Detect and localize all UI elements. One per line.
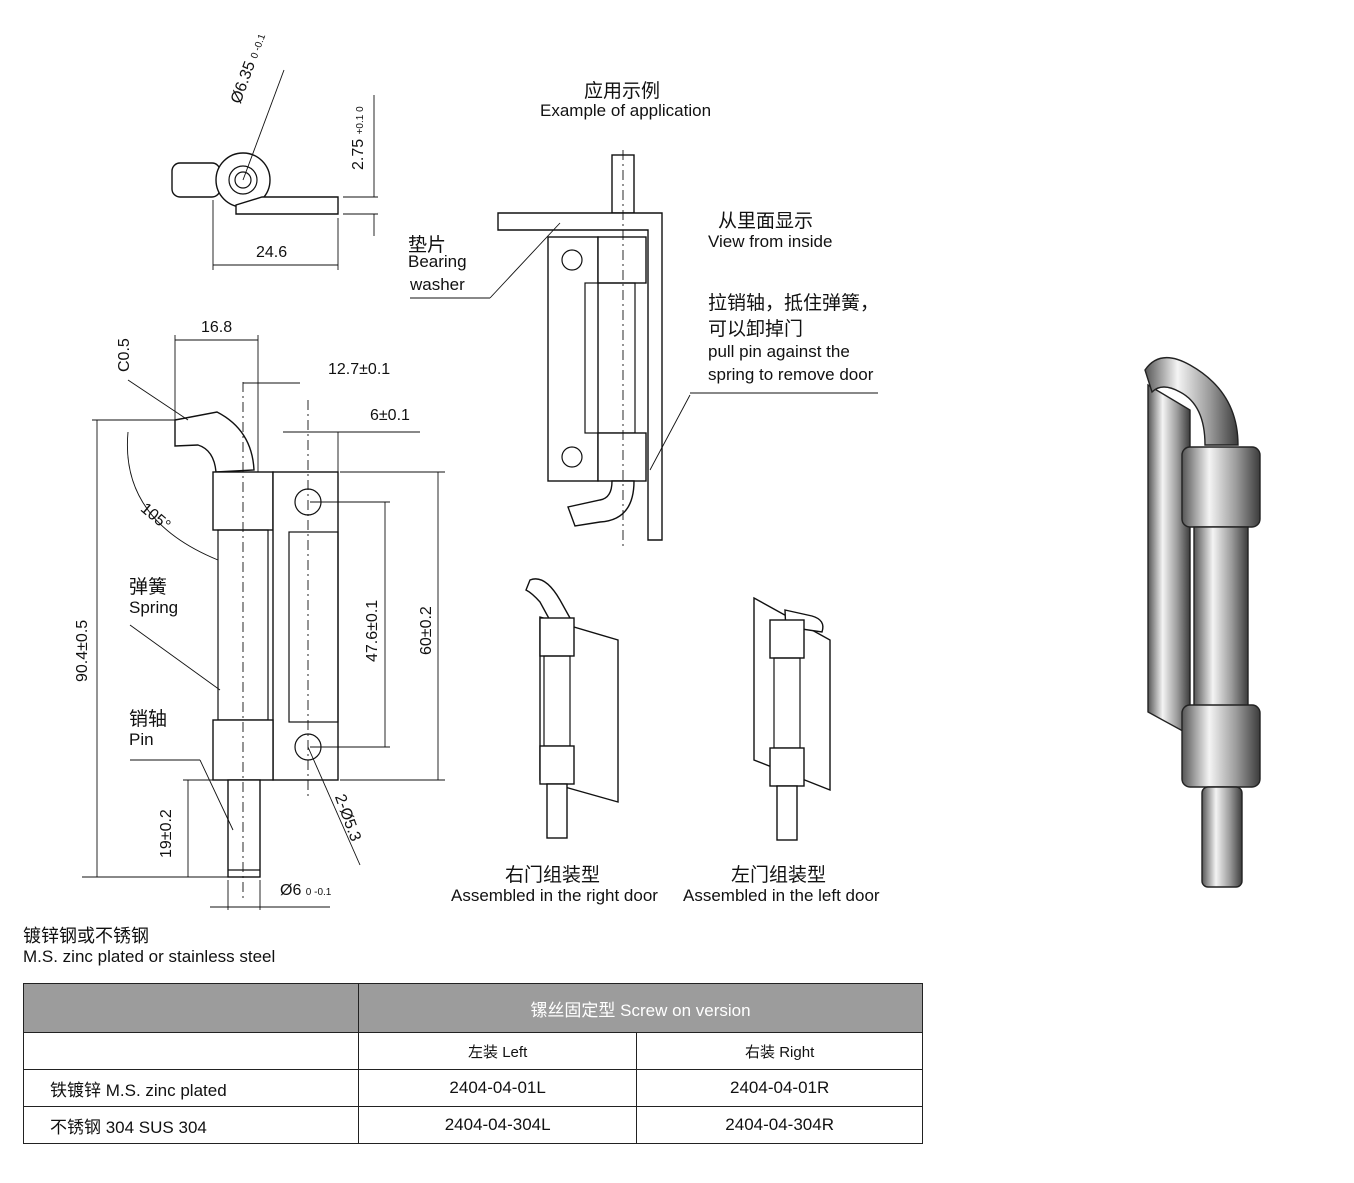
table-col-right: 右装 Right: [636, 1032, 923, 1070]
part-number-table: 镙丝固定型 Screw on version 左装 Left 右装 Right …: [23, 983, 923, 1144]
dim-hole-pitch: 47.6±0.1: [364, 599, 381, 662]
front-view: [82, 335, 445, 910]
washer-en-1: Bearing: [408, 252, 467, 271]
spring-label-cn: 弹簧: [129, 577, 168, 598]
pull-pin-cn-1: 拉销轴，抵住弹簧，: [708, 293, 880, 314]
left-door-cn: 左门组装型: [731, 865, 827, 886]
top-view: [171, 69, 378, 270]
application-title-cn: 应用示例: [584, 81, 661, 102]
dim-pin-diameter: Ø6 0 -0.1: [280, 882, 332, 899]
dim-chamfer: C0.5: [116, 338, 133, 372]
dim-width-168: 16.8: [201, 319, 233, 336]
dim-height-275: 2.75 +0.1 0: [350, 106, 367, 170]
product-render: [1144, 357, 1261, 888]
application-title-en: Example of application: [540, 101, 712, 120]
pin-label-en: Pin: [129, 730, 154, 749]
left-door-en: Assembled in the left door: [683, 886, 880, 905]
dim-length-904: 90.4±0.5: [74, 619, 91, 682]
pull-pin-cn-2: 可以卸掉门: [708, 319, 804, 340]
right-door-cn: 右门组装型: [505, 865, 601, 886]
dim-pin-length: 19±0.2: [158, 809, 175, 858]
table-col-left: 左装 Left: [357, 1032, 638, 1070]
material-cn: 镀锌钢或不锈钢: [23, 926, 149, 946]
table-cell-right: 2404-04-01R: [636, 1069, 923, 1107]
right-door-en: Assembled in the right door: [451, 886, 658, 905]
table-subheader-blank: [23, 1032, 359, 1070]
table-header-blank: [23, 983, 359, 1033]
table-cell-left: 2404-04-304L: [357, 1106, 638, 1144]
application-view: [410, 150, 878, 550]
assembled-views: [525, 578, 831, 841]
dim-plate-height: 60±0.2: [418, 606, 435, 655]
table-cell-left: 2404-04-01L: [357, 1069, 638, 1107]
washer-en-2: washer: [410, 275, 465, 294]
washer-cn: 垫片: [408, 235, 447, 256]
table-row: 铁镀锌 M.S. zinc plated 2404-04-01L 2404-04…: [23, 1069, 923, 1107]
table-subheader-row: 左装 Left 右装 Right: [23, 1032, 923, 1070]
spring-label-en: Spring: [129, 598, 179, 617]
table-row-label: 铁镀锌 M.S. zinc plated: [23, 1069, 359, 1107]
table-header-row: 镙丝固定型 Screw on version: [23, 983, 923, 1033]
pull-pin-en-2: spring to remove door: [708, 365, 874, 384]
dim-width-246: 24.6: [256, 244, 288, 261]
table-cell-right: 2404-04-304R: [636, 1106, 923, 1144]
table-row-label: 不锈钢 304 SUS 304: [23, 1106, 359, 1144]
dim-offset-127: 12.7±0.1: [328, 361, 391, 378]
view-inside-en: View from inside: [708, 232, 833, 251]
pin-label-cn: 销轴: [129, 709, 168, 730]
dim-offset-6: 6±0.1: [370, 407, 410, 424]
view-inside-cn: 从里面显示: [718, 211, 814, 232]
table-header-title: 镙丝固定型 Screw on version: [358, 983, 923, 1033]
pull-pin-en-1: pull pin against the: [708, 342, 850, 361]
table-row: 不锈钢 304 SUS 304 2404-04-304L 2404-04-304…: [23, 1106, 923, 1144]
material-en: M.S. zinc plated or stainless steel: [23, 947, 276, 966]
